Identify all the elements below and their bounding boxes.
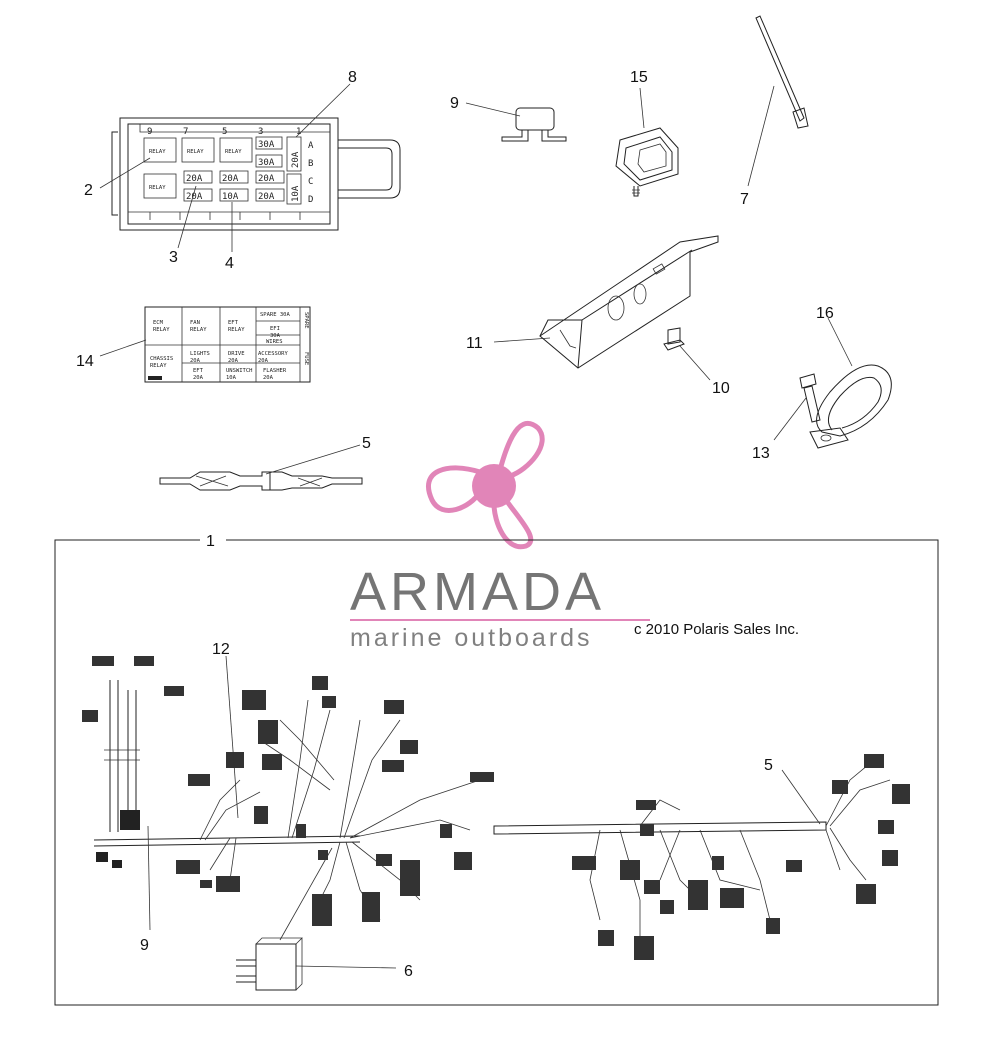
callout-12: 12 (212, 641, 230, 658)
inline-fuse-holder (159, 471, 363, 491)
callout-10: 10 (712, 380, 730, 397)
connector-component (615, 127, 679, 197)
label-spare-side: SPARE (303, 312, 309, 329)
relay-slot (143, 137, 177, 163)
fuse-label: 30A (258, 158, 275, 168)
callout-13: 13 (752, 445, 770, 462)
callout-2: 2 (84, 182, 93, 199)
watermark-subtitle: marine outboards (350, 624, 593, 652)
callout-9-bottom: 9 (140, 937, 149, 954)
callout-15: 15 (630, 69, 648, 86)
callout-6: 6 (404, 963, 413, 980)
slot-number: 7 (183, 127, 188, 137)
relay-label: RELAY (149, 185, 166, 191)
callout-16: 16 (816, 305, 834, 322)
callout-3: 3 (169, 249, 178, 266)
mount-bracket (539, 235, 719, 369)
callout-1: 1 (206, 533, 215, 550)
callout-7: 7 (740, 191, 749, 208)
bolt (799, 373, 821, 423)
push-rivet (663, 327, 685, 351)
row-letter: C (308, 177, 313, 187)
fuse-label: 30A (258, 140, 275, 150)
copyright-text: c 2010 Polaris Sales Inc. (634, 621, 799, 638)
fuse-label: 20A (291, 151, 301, 168)
armada-logo: ARMADA marine outboards (350, 420, 650, 652)
slot-number: 5 (222, 127, 227, 137)
cable-tie (755, 15, 809, 129)
fuse-label: 10A (291, 185, 301, 202)
relay-component (236, 937, 303, 991)
slot-number: 9 (147, 127, 152, 137)
callout-14: 14 (76, 353, 94, 370)
relay-slot (219, 137, 253, 163)
relay-slot (181, 137, 215, 163)
p-clamp (809, 364, 892, 449)
relay-label: RELAY (187, 149, 204, 155)
callout-5-bottom: 5 (764, 757, 773, 774)
main-harness (82, 656, 494, 926)
callout-11: 11 (466, 335, 483, 352)
callout-5-top: 5 (362, 435, 371, 452)
rear-harness (493, 754, 910, 960)
relay-slot (143, 173, 177, 199)
label-wires: WIRES (266, 339, 283, 345)
watermark-brand: ARMADA (350, 562, 605, 622)
label-spare: SPARE 30A (260, 312, 290, 318)
callout-9-top: 9 (450, 95, 459, 112)
fuse-box: 9 7 5 3 1 RELAY RELAY RELAY RELAY 30A 30… (111, 117, 401, 231)
slot-number: 1 (296, 127, 301, 137)
relay-label: RELAY (149, 149, 166, 155)
row-letter: A (308, 141, 314, 151)
row-letter: D (308, 195, 313, 205)
relay-label: RELAY (225, 149, 242, 155)
fuse-label: 20A (186, 192, 203, 202)
harness-frame (54, 539, 939, 1006)
label-fuse-side: FUSE (303, 352, 309, 365)
fuse-label: 10A (222, 192, 239, 202)
fuse-label: 20A (258, 192, 275, 202)
fuse-label: 20A (186, 174, 203, 184)
fuse-label: 20A (258, 174, 275, 184)
callout-8: 8 (348, 69, 357, 86)
fuse-label: 20A (222, 174, 239, 184)
callout-4: 4 (225, 255, 234, 272)
propeller-logo-icon (426, 420, 545, 550)
slot-number: 3 (258, 127, 263, 137)
diode-component (501, 107, 567, 142)
row-letter: B (308, 159, 313, 169)
